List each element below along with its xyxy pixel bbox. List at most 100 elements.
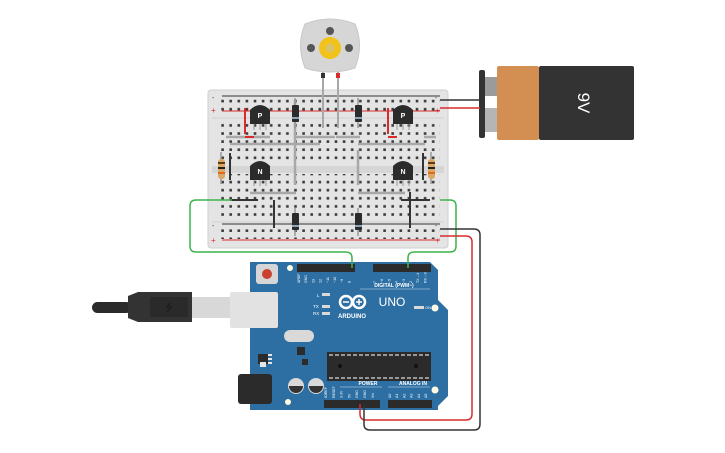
- pin-label: 12: [319, 279, 323, 283]
- pin-label: ~6: [380, 279, 384, 283]
- black-wire-gnd[interactable]: [363, 228, 481, 431]
- resistor-band: [428, 162, 435, 164]
- chip-dot: [414, 364, 418, 368]
- diode-body: [292, 105, 299, 122]
- diode-lower-right[interactable]: [355, 208, 362, 236]
- battery-terminal: [485, 108, 497, 132]
- top-plus-label: +: [211, 106, 216, 115]
- digital-header-right[interactable]: [373, 264, 431, 272]
- top-plus-label-right: +: [435, 106, 440, 115]
- regulator-pin: [268, 362, 272, 364]
- pin-label: GND: [304, 275, 308, 283]
- dc-barrel-jack[interactable]: [238, 374, 272, 404]
- battery-9v[interactable]: 9V: [440, 66, 634, 140]
- pin-label: ~9: [340, 279, 344, 283]
- diode-body: [292, 213, 299, 230]
- atmega-chip: [327, 352, 431, 381]
- bottom-minus-label: -: [212, 223, 215, 230]
- digital-header-left[interactable]: [297, 264, 355, 272]
- pin-label: 13: [311, 279, 315, 283]
- capacitor: [288, 378, 304, 394]
- led-label-tx: TX: [313, 304, 319, 309]
- diode-cathode-band: [292, 225, 299, 227]
- dc-motor[interactable]: [300, 18, 360, 78]
- red-wire-5v[interactable]: [359, 235, 473, 421]
- pin-label: GND: [355, 390, 359, 398]
- usb-plug-metal: [192, 297, 232, 318]
- diode-lower-left[interactable]: [292, 208, 299, 236]
- top-rail-holes-2: [220, 106, 440, 112]
- pin-label: RX←0: [423, 272, 427, 283]
- arduino-logo-icon: [338, 294, 367, 310]
- mounting-hole: [284, 398, 292, 406]
- pin-label: 3.3V: [340, 390, 344, 398]
- motor-mount-hole: [307, 44, 315, 52]
- arduino-brand-label: ARDUINO: [338, 314, 366, 320]
- bottom-rail-holes-2: [220, 233, 440, 239]
- battery-cap: [497, 66, 539, 140]
- usb-b-port[interactable]: [230, 292, 278, 328]
- pin-label: A1: [395, 394, 399, 398]
- resistor-band: [218, 172, 225, 174]
- small-ic: [297, 347, 305, 355]
- bottom-plus-label-right: +: [435, 236, 440, 245]
- capacitor: [308, 378, 324, 394]
- resistor-band: [428, 172, 435, 174]
- bottom-rail-holes-1: [220, 226, 440, 232]
- diode-upper-right[interactable]: [355, 98, 362, 128]
- center-channel: [212, 166, 444, 173]
- resistor-left[interactable]: [218, 152, 225, 184]
- pin-label: 8: [347, 281, 351, 283]
- transistor-body: [250, 161, 270, 180]
- battery-body: [539, 66, 634, 140]
- transistor-body: [393, 105, 413, 124]
- pin-label: AREF: [297, 273, 301, 283]
- battery-clip: [479, 70, 485, 138]
- mounting-hole: [430, 385, 440, 395]
- diode-cathode-band: [292, 117, 299, 119]
- battery-terminal: [485, 77, 497, 96]
- resistor-band: [218, 162, 225, 164]
- pin-label: A5: [424, 394, 428, 398]
- top-minus-label-right: -: [435, 95, 438, 102]
- reset-button[interactable]: [262, 269, 272, 279]
- small-transistor-ic: [302, 359, 308, 365]
- pin-label: ~5: [387, 279, 391, 283]
- transistor-q2-pnp[interactable]: P: [393, 105, 413, 130]
- motor-mount-hole: [326, 27, 334, 35]
- diode-body: [355, 105, 362, 122]
- diode-upper-left[interactable]: [292, 98, 299, 128]
- usb-cable-strain-relief: [92, 302, 132, 313]
- pin-label: 4: [395, 281, 399, 283]
- power-section-label: POWER: [359, 381, 378, 387]
- analog-header[interactable]: [388, 400, 432, 408]
- digital-section-label: DIGITAL (PWM~): [374, 283, 414, 289]
- resistor-right[interactable]: [428, 152, 435, 184]
- mounting-hole: [286, 264, 294, 272]
- gray-jumpers: [226, 72, 436, 195]
- transistor-q3-npn[interactable]: N: [250, 161, 270, 186]
- bottom-minus-label-right: -: [435, 223, 438, 230]
- led-rx: [322, 312, 330, 315]
- pin-label: A0: [388, 394, 392, 398]
- pin-label: 7: [373, 281, 377, 283]
- green-wire-pin3[interactable]: [407, 199, 457, 268]
- gear-center: [325, 43, 335, 53]
- transistor-q4-npn[interactable]: N: [393, 161, 413, 186]
- pin-label: ~11: [326, 277, 330, 283]
- transistor-q1-pnp[interactable]: P: [250, 105, 270, 130]
- pin-label: Vin: [371, 393, 375, 398]
- transistor-type-label: N: [257, 169, 262, 176]
- voltage-regulator: [258, 354, 268, 364]
- power-header[interactable]: [324, 400, 380, 408]
- pin-label: A3: [410, 394, 414, 398]
- green-wire-pin10[interactable]: [189, 199, 353, 268]
- led-label-rx: RX: [313, 311, 319, 316]
- top-rail-holes-1: [220, 99, 440, 105]
- usb-cable[interactable]: ⭍: [92, 292, 232, 322]
- pin-label: A4: [417, 394, 421, 398]
